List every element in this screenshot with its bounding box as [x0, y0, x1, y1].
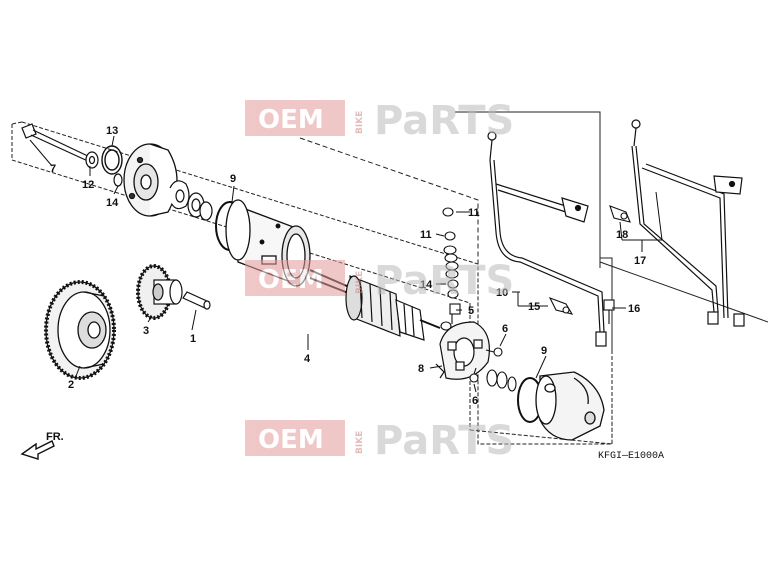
callout-5: 5 [468, 305, 474, 317]
watermark-bike-text: BIKE [355, 111, 365, 134]
watermark-oem-text: OEM [258, 265, 324, 295]
part-5-terminal-bolt [440, 303, 461, 331]
watermark-parts-text: PaRTS [374, 258, 514, 304]
part-2-idle-gear [44, 280, 116, 380]
cable-10-frame [455, 111, 613, 350]
callout-11-upper: 11 [468, 207, 480, 219]
part-8-brush-holder [435, 321, 490, 380]
callout-6-lower: 6 [472, 395, 478, 407]
callout-6-upper: 6 [502, 323, 508, 335]
watermark-top: OEM BIKE PaRTS [245, 98, 514, 144]
callout-9-upper: 9 [230, 173, 236, 185]
front-direction-indicator: FR. [20, 431, 64, 460]
part-3-reduction-gear [136, 264, 183, 320]
callout-10: 10 [496, 287, 508, 299]
callout-11-lower: 11 [420, 229, 432, 241]
front-arrow-icon [20, 440, 55, 460]
callout-7: 7 [50, 163, 56, 175]
callout-2: 2 [68, 379, 74, 391]
callout-numbers: 1 2 3 4 5 6 6 7 8 9 9 10 11 11 12 13 14 … [50, 125, 646, 407]
callout-3: 3 [143, 325, 149, 337]
part-18-clip [609, 205, 631, 223]
diagram-code: KFGI—E1000A [598, 451, 664, 462]
watermark-parts-text: PaRTS [374, 418, 514, 464]
part-12-washer [85, 151, 99, 169]
part-16-bolt [603, 299, 615, 324]
callout-18: 18 [616, 229, 628, 241]
rear-washers [486, 369, 517, 392]
watermark-middle: OEM BIKE PaRTS [245, 258, 514, 304]
callout-9-lower: 9 [541, 345, 547, 357]
watermark-oem-text: OEM [258, 425, 324, 455]
callout-1: 1 [190, 333, 196, 345]
callout-16: 16 [628, 303, 640, 315]
watermark-bike-text: BIKE [355, 431, 365, 454]
starter-front-cover [123, 143, 178, 217]
watermark-bike-text: BIKE [355, 271, 365, 294]
part-14-washer-upper [113, 173, 123, 187]
part-7-long-bolt [21, 123, 93, 163]
armature [309, 269, 441, 341]
watermark-parts-text: PaRTS [374, 98, 514, 144]
part-17-battery-cable [631, 119, 745, 327]
callout-8: 8 [418, 363, 424, 375]
watermark-oem-text: OEM [258, 105, 324, 135]
callout-leaders [29, 135, 663, 393]
front-seal-washers [169, 180, 213, 221]
callout-12: 12 [82, 179, 94, 191]
part-15-clip [548, 296, 574, 315]
watermark-bottom: OEM BIKE PaRTS [245, 418, 514, 464]
front-direction-label: FR. [46, 431, 64, 443]
washer-stack [442, 207, 459, 299]
starter-assembly-frame-left [11, 124, 471, 304]
callout-13: 13 [106, 125, 118, 137]
part-13-o-ring [101, 145, 123, 175]
callout-15: 15 [528, 301, 540, 313]
callout-14-upper: 14 [106, 197, 119, 209]
part-10-starter-cable [487, 131, 607, 347]
cable-17-frame [599, 112, 768, 323]
callout-4: 4 [304, 353, 311, 365]
callout-17: 17 [634, 255, 646, 267]
starter-rear-cover [535, 371, 605, 441]
part-6-screws [469, 347, 503, 383]
callout-14-lower: 14 [420, 279, 433, 291]
part-1-shaft [182, 291, 211, 310]
